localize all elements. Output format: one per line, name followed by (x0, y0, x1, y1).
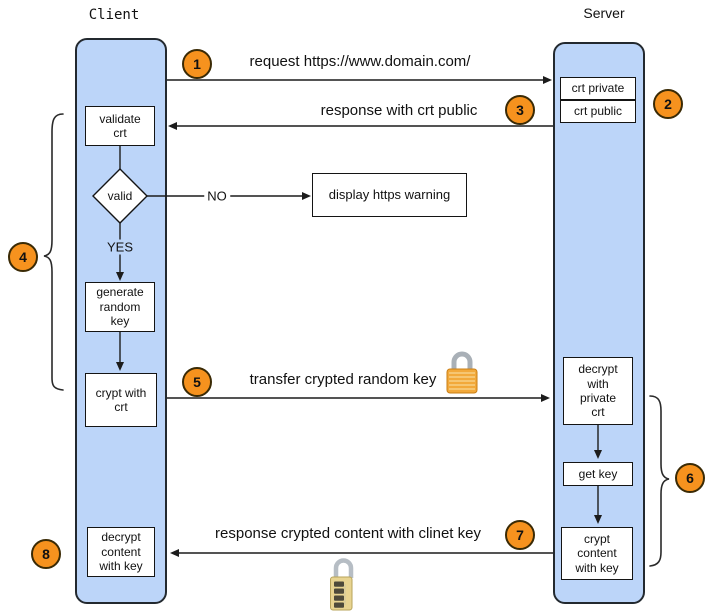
transfer-key-message-label: transfer crypted random key (249, 371, 437, 388)
crt-public-node: crt public (560, 100, 636, 123)
valid-decision-diamond (92, 168, 148, 224)
decrypt-with-private-crt-node: decrypt with private crt (563, 357, 633, 425)
validate-crt-node: validate crt (85, 106, 155, 146)
step-badge-7: 7 (505, 520, 535, 550)
server-steps-brace (649, 395, 670, 567)
no-branch-label: NO (204, 188, 230, 204)
generate-random-key-node: generate random key (85, 282, 155, 332)
client-lane-title: Client (88, 7, 140, 23)
step-badge-6: 6 (675, 463, 705, 493)
step-badge-2: 2 (653, 89, 683, 119)
response-content-message-label: response crypted content with clinet key (215, 525, 481, 542)
step-badge-4: 4 (8, 242, 38, 272)
yes-branch-label: YES (103, 239, 137, 255)
step-badge-5: 5 (182, 367, 212, 397)
valid-decision-label: valid (107, 189, 133, 203)
step-badge-8: 8 (31, 539, 61, 569)
get-key-node: get key (563, 462, 633, 486)
response-crt-message-label: response with crt public (320, 102, 478, 119)
decrypt-content-with-key-node: decrypt content with key (87, 527, 155, 577)
crypt-with-crt-node: crypt with crt (85, 373, 157, 427)
client-steps-brace (43, 113, 64, 391)
server-lane (553, 42, 645, 604)
padlock-icon (446, 351, 478, 394)
display-https-warning-node: display https warning (312, 173, 467, 217)
request-message-label: request https://www.domain.com/ (249, 53, 471, 70)
step-badge-1: 1 (182, 49, 212, 79)
crypt-content-with-key-node: crypt content with key (561, 527, 633, 580)
crt-private-node: crt private (560, 77, 636, 100)
step-badge-3: 3 (505, 95, 535, 125)
combination-lock-icon (330, 558, 354, 611)
server-lane-title: Server (583, 5, 625, 21)
